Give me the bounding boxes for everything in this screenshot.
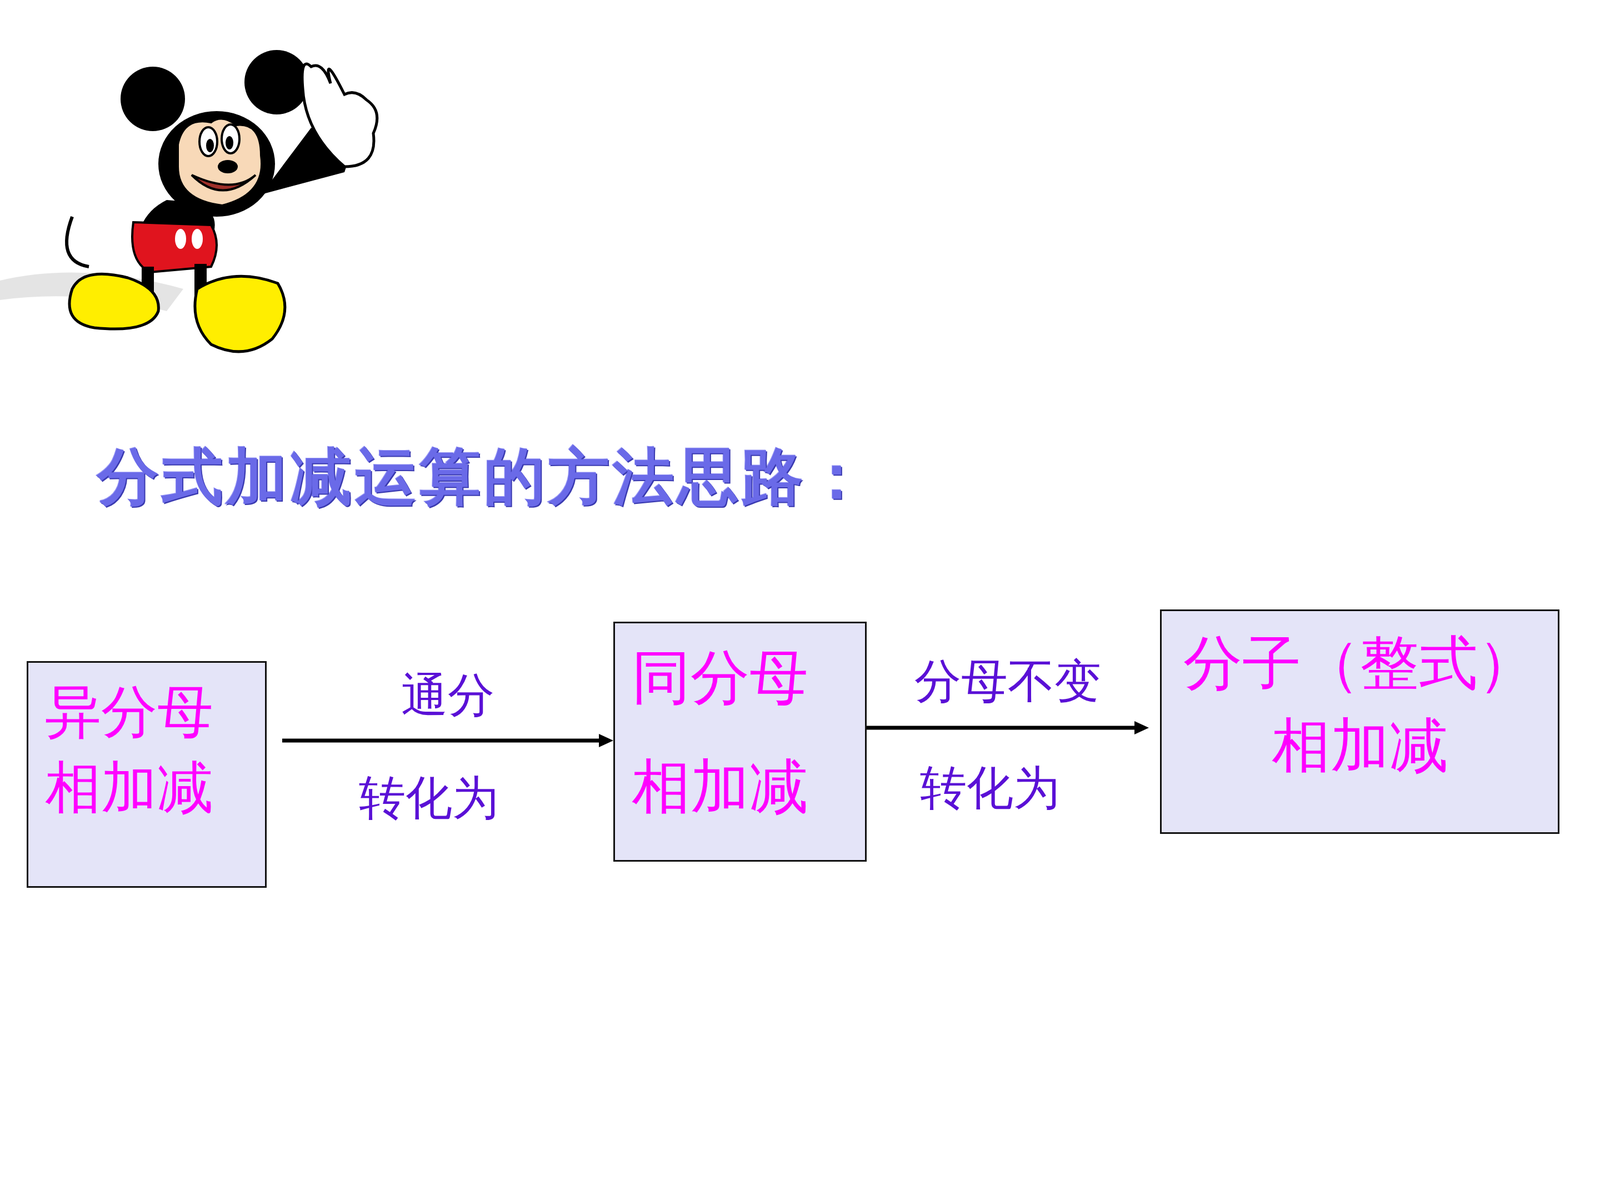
arrow-note: 转化为 [916, 756, 1064, 820]
edge-label: 分母不变 [911, 650, 1105, 714]
arrow-line [866, 726, 1136, 730]
box-text: 分子（整式） 相加减 [1171, 622, 1549, 788]
arrow-connector [866, 721, 1149, 735]
mickey-figure [0, 50, 378, 352]
arrow-head [1134, 721, 1149, 735]
edge-label: 通分 [397, 663, 498, 728]
arrow-line [282, 738, 600, 743]
arrow-connector [282, 733, 614, 748]
arrow-note: 转化为 [355, 766, 503, 830]
process-box: 异分母 相加减 [26, 661, 267, 888]
diagram-title: 分式加减运算的方法思路： [97, 436, 871, 519]
box-text: 异分母 相加减 [45, 673, 257, 826]
arrow-head [598, 733, 614, 748]
box-text: 同分母 相加减 [631, 623, 854, 842]
process-box: 分子（整式） 相加减 [1160, 609, 1560, 834]
process-box: 同分母 相加减 [613, 621, 867, 862]
